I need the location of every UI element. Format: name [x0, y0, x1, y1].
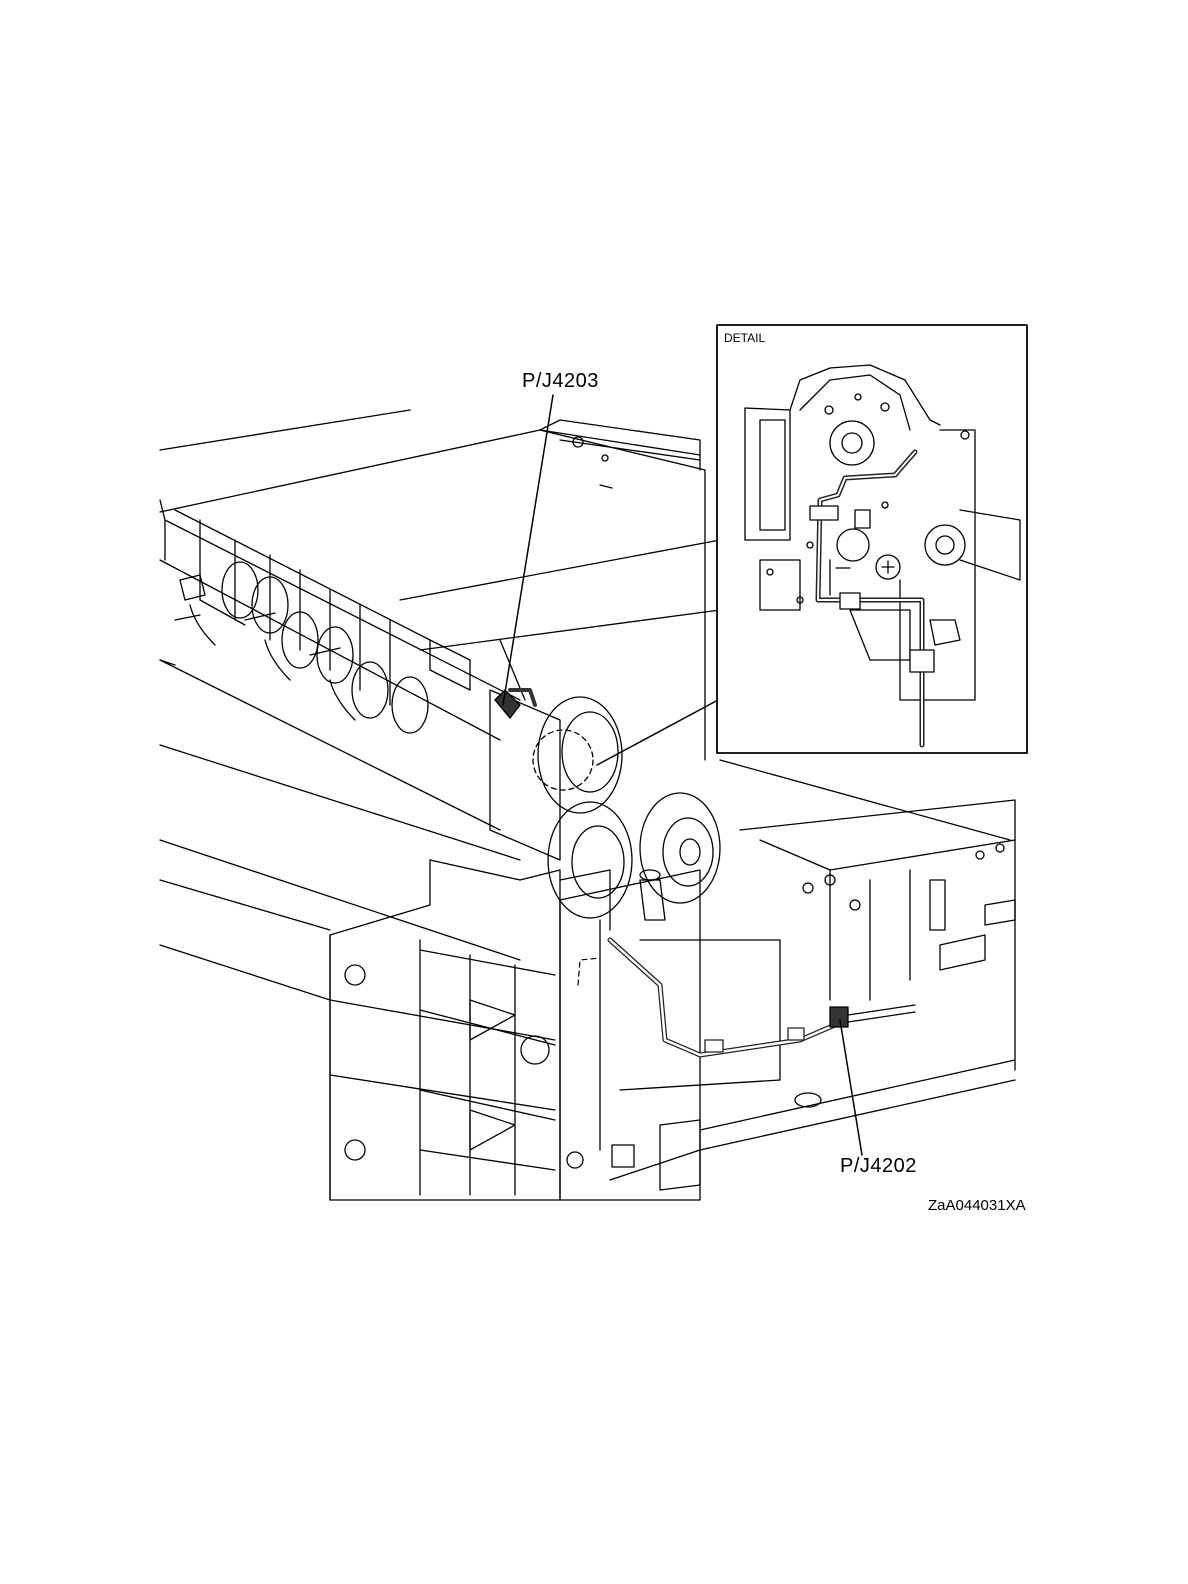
- callout-label-j4203: P/J4203: [522, 370, 599, 393]
- detail-inset: [717, 325, 1027, 753]
- roller-assembly: [160, 500, 520, 830]
- rear-plate: [540, 420, 700, 488]
- connector-j4202: [830, 1005, 915, 1027]
- leader-line-j4203: [503, 395, 553, 705]
- rear-chassis: [330, 860, 560, 1200]
- right-frame: [740, 800, 1015, 1070]
- leader-line-j4202: [840, 1020, 862, 1155]
- gear-cluster: [430, 640, 720, 918]
- figure-code: ZaA044031XA: [928, 1197, 1026, 1214]
- wire-harness-lower: [578, 940, 835, 1055]
- lower-frame: [560, 870, 821, 1200]
- callout-label-j4202: P/J4202: [840, 1155, 917, 1178]
- detail-title: DETAIL: [724, 331, 765, 345]
- connector-j4203-highlight: [495, 690, 535, 718]
